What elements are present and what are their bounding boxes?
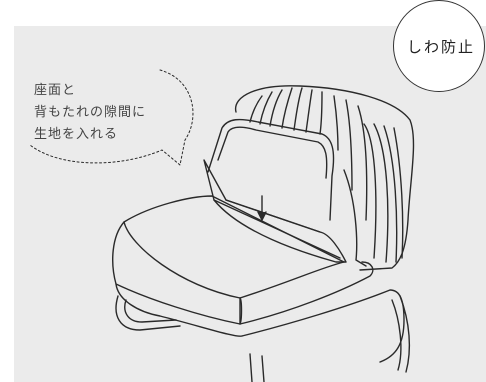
back-cushion — [234, 85, 415, 271]
anti-wrinkle-badge: しわ防止 — [393, 0, 485, 92]
seat-top — [123, 195, 345, 299]
chair-legs — [115, 295, 181, 331]
back-frame — [207, 118, 335, 221]
speech-bubble-outline — [29, 69, 194, 166]
badge-label: しわ防止 — [406, 37, 475, 56]
tucked-fabric — [203, 159, 347, 263]
instruction-text: 座面と 背もたれの隙間に 生地を入れる — [34, 83, 147, 142]
